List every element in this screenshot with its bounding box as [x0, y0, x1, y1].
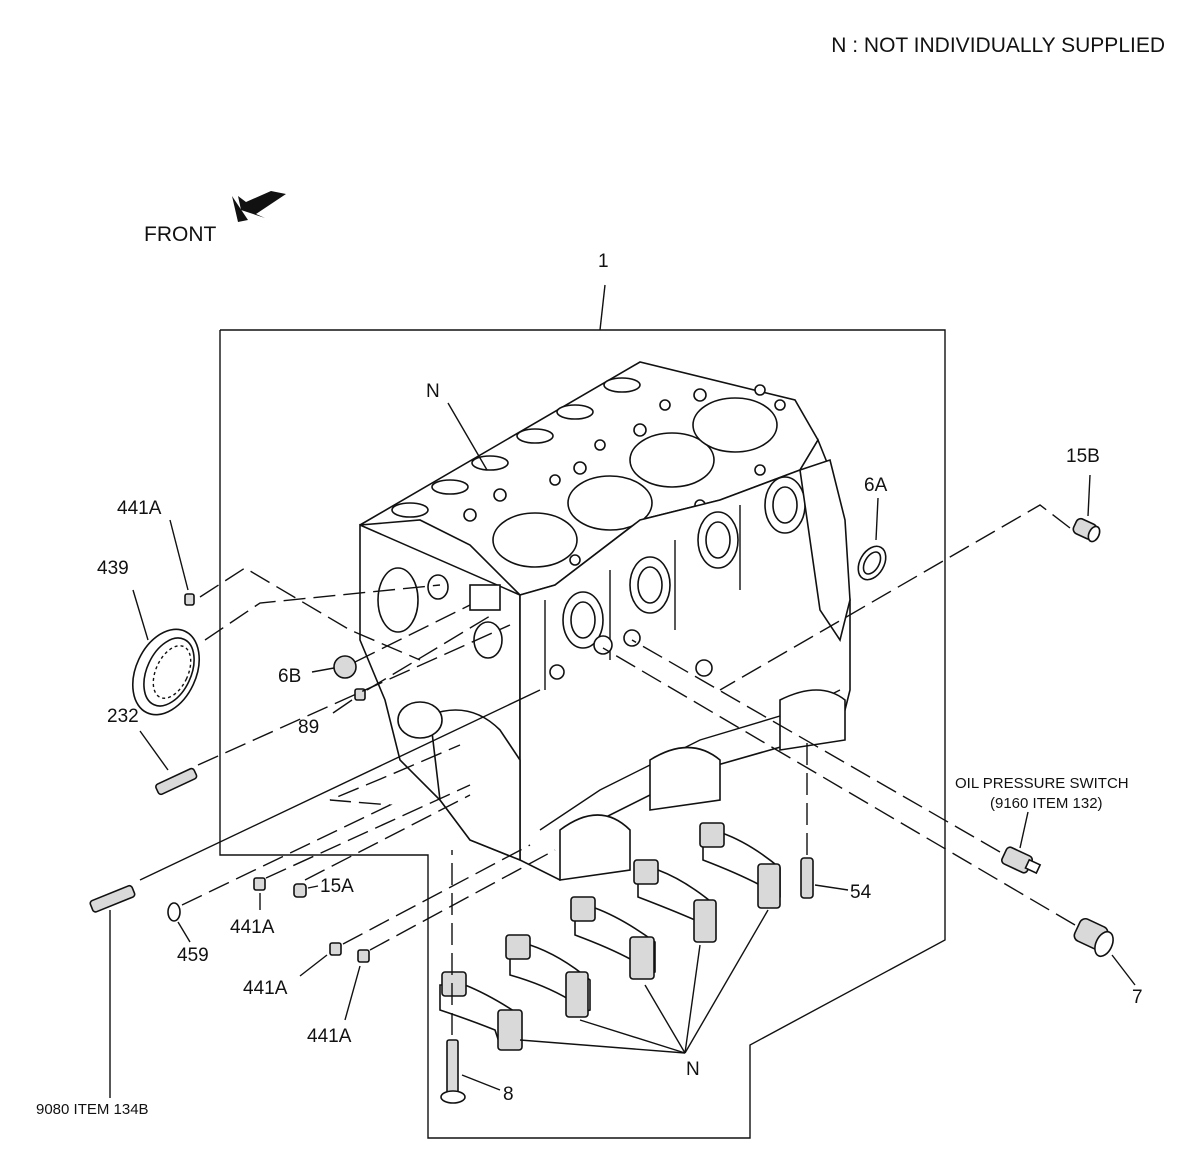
stud-9080: [89, 884, 136, 913]
callout-8: 8: [503, 1084, 514, 1105]
oil-switch-label: OIL PRESSURE SWITCH: [955, 775, 1129, 792]
o-ring-459: [167, 902, 181, 922]
drain-plug-7: [1073, 917, 1114, 958]
plug-15a: [293, 883, 307, 898]
callout-441a-mid: 441A: [230, 917, 275, 938]
callout-7: 7: [1132, 987, 1143, 1008]
callout-459: 459: [177, 945, 209, 966]
stud-54: [800, 857, 814, 899]
callout-89: 89: [298, 717, 319, 738]
pin-441a-low: [329, 942, 342, 956]
callout-n-top: N: [426, 381, 440, 402]
oil-switch-ref: (9160 ITEM 132): [990, 795, 1103, 812]
n-bottom-leaders: [519, 909, 769, 1054]
callout-441a-low: 441A: [243, 978, 288, 999]
not-supplied-note: N : NOT INDIVIDUALLY SUPPLIED: [831, 34, 1165, 57]
callout-15a: 15A: [320, 876, 354, 897]
pin-441a-bottom: [357, 949, 370, 963]
n-top-leader: [447, 402, 488, 471]
bearing-caps: [439, 822, 781, 1051]
callout-441a-top: 441A: [117, 498, 162, 519]
callout-1: 1: [598, 251, 609, 272]
stud-232: [155, 767, 198, 796]
plug-6b: [333, 655, 357, 679]
callout-232: 232: [107, 706, 139, 727]
callout-6b: 6B: [278, 666, 301, 687]
callout-6a: 6A: [864, 475, 888, 496]
oil-pressure-switch: [1001, 846, 1042, 875]
front-arrow-icon: [232, 191, 286, 222]
oil-seal-439: [132, 628, 200, 716]
callout-441a-bottom: 441A: [307, 1026, 352, 1047]
callout-439: 439: [97, 558, 129, 579]
front-label: FRONT: [144, 223, 216, 246]
ref-9080: 9080 ITEM 134B: [36, 1101, 149, 1118]
pin-441a-mid: [253, 877, 266, 891]
bolt-8: [440, 1039, 466, 1104]
callout-15b: 15B: [1066, 446, 1100, 467]
ring-6a: [857, 545, 887, 581]
assembly-boundary: [219, 284, 946, 1139]
cylinder-block: [359, 361, 851, 882]
callout-n-bottom: N: [686, 1059, 700, 1080]
pin-441a-top: [184, 593, 195, 606]
callout-54: 54: [850, 882, 872, 903]
plug-15b: [1072, 517, 1101, 543]
